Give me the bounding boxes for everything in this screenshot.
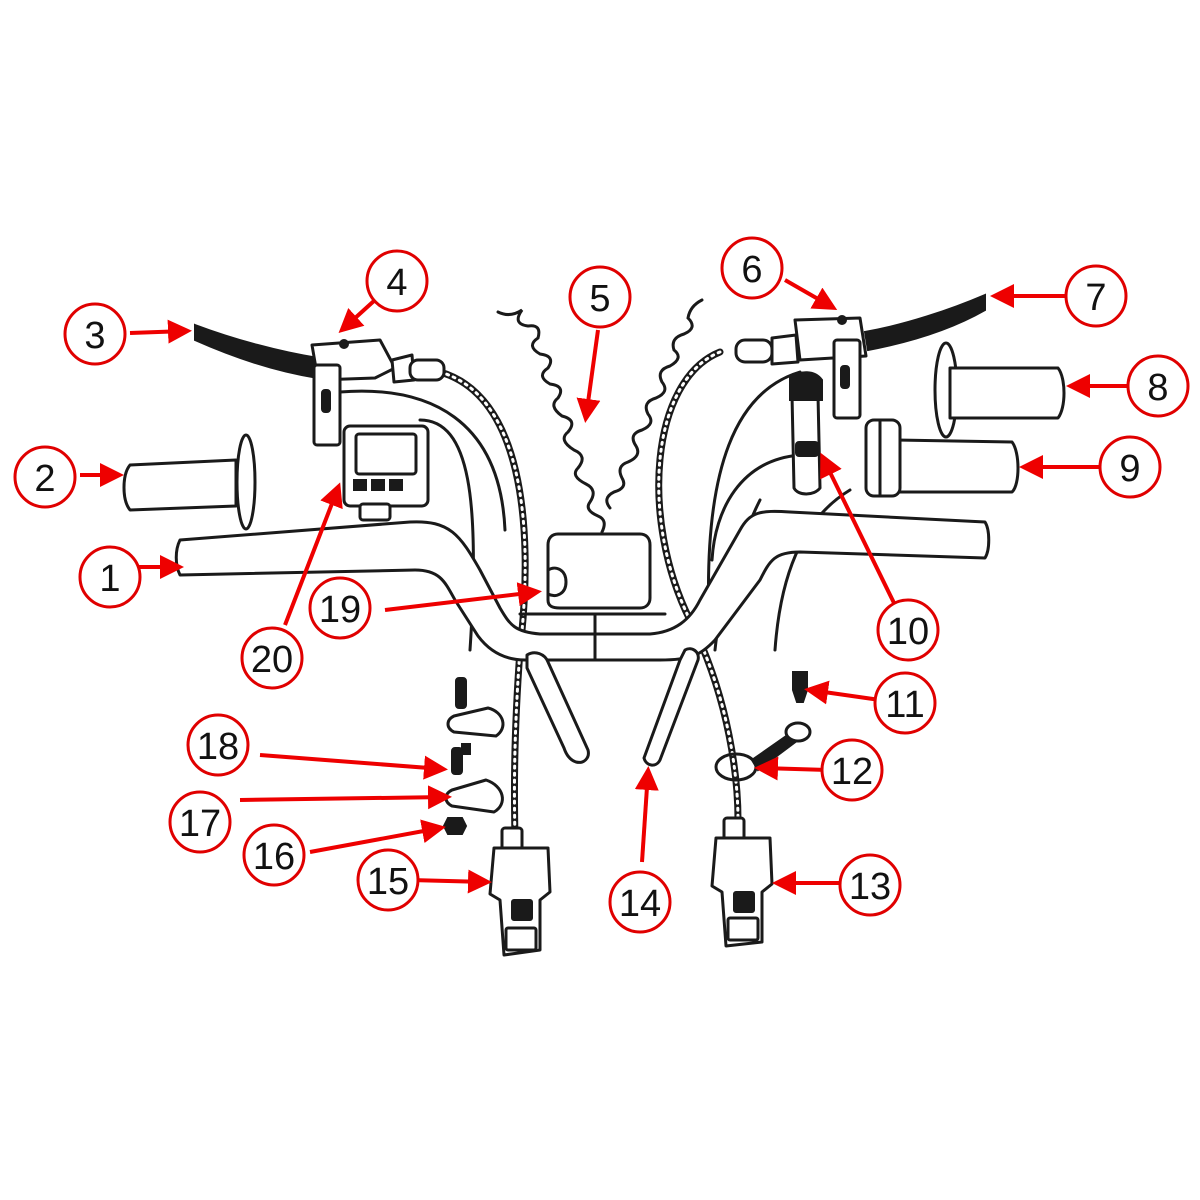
leader-arrow-6: [784, 278, 838, 310]
callout-16: 16: [242, 823, 306, 887]
handlebar: [174, 509, 991, 662]
callout-6: 6: [720, 236, 784, 300]
mounting-straps: [525, 647, 700, 767]
leader-arrow-3: [129, 319, 192, 344]
callout-label-16: 16: [253, 836, 295, 878]
left-brake-switch: [488, 826, 552, 957]
leader-arrow-5: [576, 329, 601, 423]
throttle-switch: [789, 371, 823, 496]
callout-label-8: 8: [1147, 367, 1168, 409]
left-brake-lever: [194, 323, 446, 447]
handlebar-pad: [546, 532, 652, 610]
callout-label-15: 15: [367, 861, 409, 903]
leader-arrows: [80, 278, 1135, 895]
cable-clamps: [442, 677, 505, 835]
callout-label-6: 6: [741, 249, 762, 291]
small-bolt: [792, 671, 808, 703]
callout-15: 15: [356, 848, 420, 912]
callout-label-10: 10: [887, 611, 929, 653]
callout-17: 17: [168, 790, 232, 854]
callout-18: 18: [186, 713, 250, 777]
leader-arrow-17: [239, 785, 452, 810]
callout-11: 11: [873, 671, 937, 735]
callout-label-19: 19: [319, 589, 361, 631]
line-art: [122, 293, 1066, 957]
leader-arrow-10: [820, 452, 897, 606]
leader-arrow-15: [409, 869, 492, 894]
callout-label-2: 2: [34, 458, 55, 500]
lcd-display: [342, 424, 430, 522]
callout-5: 5: [568, 265, 632, 329]
leader-arrow-20: [283, 482, 343, 626]
callout-20: 20: [240, 626, 304, 690]
leader-arrow-11: [804, 680, 881, 705]
callout-label-7: 7: [1085, 277, 1106, 319]
callout-4: 4: [365, 249, 429, 313]
callout-label-18: 18: [197, 726, 239, 768]
throttle-grip: [864, 418, 1020, 498]
callout-3: 3: [63, 302, 127, 366]
callout-9: 9: [1098, 435, 1162, 499]
callout-label-9: 9: [1119, 448, 1140, 490]
callout-label-3: 3: [84, 315, 105, 357]
callout-label-17: 17: [179, 803, 221, 845]
left-grip: [122, 433, 257, 531]
callout-label-4: 4: [386, 262, 407, 304]
right-brake-lever: [734, 293, 986, 420]
leader-arrow-14: [634, 766, 659, 863]
callout-8: 8: [1126, 354, 1190, 418]
callout-19: 19: [308, 576, 372, 640]
right-grip-upper: [933, 341, 1066, 439]
callouts: 1 2 3 4 5 6 7 8: [13, 236, 1190, 934]
brake-cables: [436, 348, 742, 849]
callout-14: 14: [608, 870, 672, 934]
callout-label-20: 20: [251, 639, 293, 681]
callout-13: 13: [838, 853, 902, 917]
callout-12: 12: [820, 738, 884, 802]
coiled-cables: [496, 298, 704, 534]
leader-arrow-4: [338, 298, 377, 334]
callout-label-1: 1: [99, 558, 120, 600]
callout-label-11: 11: [885, 684, 924, 726]
callout-2: 2: [13, 445, 77, 509]
leader-arrow-18: [259, 753, 448, 780]
callout-label-5: 5: [589, 278, 610, 320]
right-brake-switch: [710, 816, 774, 948]
callout-1: 1: [78, 545, 142, 609]
callout-label-12: 12: [831, 751, 873, 793]
leader-arrow-12: [754, 756, 829, 781]
leader-arrow-16: [309, 819, 446, 854]
callout-label-13: 13: [849, 866, 891, 908]
callout-label-14: 14: [619, 883, 661, 925]
callout-10: 10: [876, 598, 940, 662]
leader-arrow-19: [384, 582, 542, 612]
callout-7: 7: [1064, 264, 1128, 328]
